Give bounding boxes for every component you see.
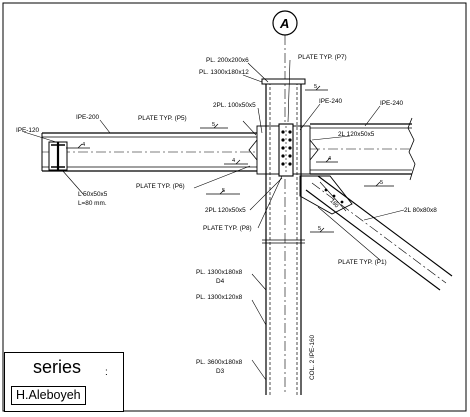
column (261, 78, 306, 395)
axis-a-label: A (279, 16, 289, 31)
label-l-50x50x5: L 50x50x5 (78, 191, 108, 198)
label-dim-180: 180 (329, 198, 340, 209)
label-plate-p1: PLATE TYP. (P1) (338, 259, 387, 266)
label-plate-p7: PLATE TYP. (P7) (298, 54, 347, 61)
weld-mark: 5 (314, 84, 317, 90)
beam-ipe-240 (310, 117, 416, 181)
label-pl-1300x120x8: PL. 1300x120x8 (196, 294, 243, 301)
label-2l-80x80x8: 2L 80x80x8 (404, 207, 437, 214)
label-ipe-240-b: IPE-240 (380, 100, 404, 107)
beam-ipe-200 (41, 132, 257, 172)
weld-mark: 4 (82, 142, 85, 148)
label-plate-p5: PLATE TYP. (P5) (138, 115, 187, 122)
weld-symbols (66, 85, 394, 233)
drawing-frame (2, 2, 467, 412)
leader-lines (23, 59, 405, 381)
label-pl-3600x180x8: PL. 3600x180x8 (196, 359, 243, 366)
weld-mark: 5 (212, 122, 215, 128)
weld-mark: 5 (380, 180, 383, 186)
series-box: series : H.Aleboyeh (4, 352, 124, 412)
diagonal-brace (299, 175, 453, 291)
label-ipe-200: IPE-200 (76, 114, 100, 121)
label-ipe-240-a: IPE-240 (319, 98, 343, 105)
label-ipe-120: IPE-120 (16, 127, 40, 134)
column-cap-plate (261, 78, 306, 85)
label-plate-p8: PLATE TYP. (P8) (203, 225, 252, 232)
series-title: series (33, 357, 82, 377)
series-dots: : (105, 367, 108, 378)
label-d3: D3 (216, 368, 225, 375)
weld-mark: 4 (328, 156, 331, 162)
label-pl-1300x180x8: PL. 1300x180x8 (196, 269, 243, 276)
bolt-group (281, 130, 292, 166)
label-2l-120x50x5: 2L 120x50x5 (338, 131, 375, 138)
gusset-plate (299, 175, 353, 215)
label-pl-1300x180x12: PL. 1300x180x12 (199, 69, 249, 76)
axis-a: A (272, 10, 298, 395)
label-l-80mm: L=80 mm. (78, 200, 107, 207)
label-plate-p6: PLATE TYP. (P6) (136, 183, 185, 190)
label-2pl-100x50x5: 2PL. 100x50x5 (213, 102, 256, 109)
weld-mark: 5 (222, 188, 225, 194)
label-pl-200x200x6: PL. 200x200x6 (206, 57, 249, 64)
label-col-2-ipe-160: COL. 2 IPE-160 (309, 334, 316, 380)
joint-plates (248, 123, 319, 177)
weld-mark: 4 (232, 158, 235, 164)
label-d4: D4 (216, 278, 225, 285)
label-2pl-120x50x5: 2PL 120x50x5 (205, 207, 246, 214)
series-author: H.Aleboyeh (11, 386, 86, 405)
weld-mark: 5 (318, 226, 321, 232)
